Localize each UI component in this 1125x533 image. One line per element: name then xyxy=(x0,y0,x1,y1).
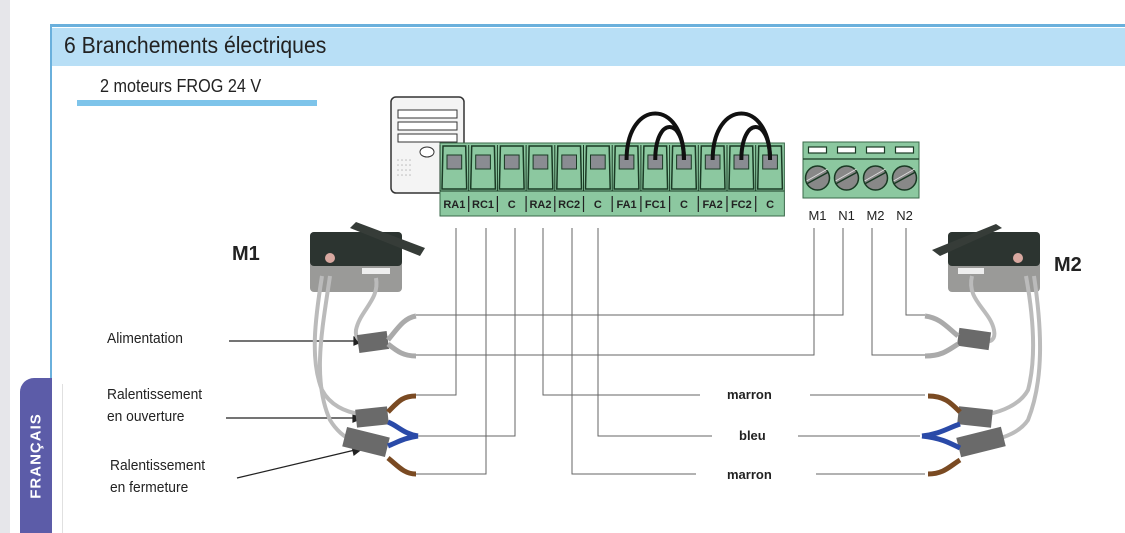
motor-m2-cables xyxy=(969,275,1043,442)
wire-ra1 xyxy=(416,228,457,396)
terminal-label: C xyxy=(680,199,688,211)
wire-m1-to-m1 xyxy=(416,228,815,356)
terminal-c: C xyxy=(668,145,698,212)
terminal-fc2: FC2 xyxy=(726,145,755,212)
power-terminal-block: M1 N1 M2 N2 xyxy=(802,141,920,223)
divider xyxy=(62,384,63,533)
terminal-label: RC2 xyxy=(558,199,580,211)
control-terminal-block: RA1 RC1 C RA2 RC2 C FA1 FC1 C FA2 FC2 C xyxy=(439,142,785,217)
terminal-label: RA2 xyxy=(529,199,551,211)
power-terminal-n2: N2 xyxy=(891,146,918,223)
wire-rc2 xyxy=(571,228,696,475)
callout-slow-open-line1: Ralentissement xyxy=(107,386,203,403)
wire-rc1 xyxy=(416,228,487,475)
power-terminal-label: M1 xyxy=(808,208,826,223)
terminal-c: C xyxy=(496,145,525,212)
terminal-fa2: FA2 xyxy=(697,145,726,212)
m2-power-connector xyxy=(924,313,992,359)
wire-n1-to-m1 xyxy=(416,228,844,316)
terminal-rc2: RC2 xyxy=(554,145,583,212)
callout-slow-open: Ralentissement en ouverture xyxy=(107,384,202,428)
terminal-label: FA1 xyxy=(616,199,636,211)
motor-m2-label: M2 xyxy=(1054,254,1082,276)
terminal-label: C xyxy=(508,199,516,211)
callout-power: Alimentation xyxy=(107,330,183,347)
terminal-ra1: RA1 xyxy=(439,145,468,211)
power-terminal-m1: M1 xyxy=(804,146,831,223)
motor-m2-image xyxy=(932,224,1040,292)
terminal-fc1: FC1 xyxy=(640,145,669,212)
section-frame-top xyxy=(50,24,1125,27)
terminal-rc1: RC1 xyxy=(468,145,497,212)
section-frame-left xyxy=(50,24,52,384)
wire-ra2 xyxy=(542,228,700,396)
power-terminal-n1: N1 xyxy=(833,146,860,223)
m1-slow-connectors xyxy=(342,393,419,477)
terminal-c: C xyxy=(582,145,611,212)
section-title: 6 Branchements électriques xyxy=(64,32,327,58)
callout-slow-close-line1: Ralentissement xyxy=(110,457,206,474)
wire-n2-to-m2 xyxy=(905,228,925,316)
m1-power-connector xyxy=(356,313,417,359)
jumper-wire xyxy=(653,125,686,161)
power-terminal-label: M2 xyxy=(866,208,884,223)
terminal-label: C xyxy=(766,199,774,211)
power-terminal-label: N2 xyxy=(896,208,913,223)
wire-label-middle: bleu xyxy=(739,428,766,443)
wire-label-top: marron xyxy=(727,387,772,402)
wire-c2 xyxy=(597,228,712,437)
terminal-label: RA1 xyxy=(443,199,465,211)
section-subtitle: 2 moteurs FROG 24 V xyxy=(100,76,262,96)
power-terminal-m2: M2 xyxy=(862,146,889,223)
wire-m2-to-m2 xyxy=(871,228,925,356)
connection-lines xyxy=(416,228,925,475)
m2-slow-connectors xyxy=(921,393,1006,477)
callout-slow-close: Ralentissement en fermeture xyxy=(110,455,205,499)
terminal-label: RC1 xyxy=(472,199,494,211)
terminal-label: C xyxy=(594,199,602,211)
jumper-wire xyxy=(739,125,773,161)
language-tab[interactable]: FRANÇAIS xyxy=(20,378,52,533)
terminal-fa1: FA1 xyxy=(611,145,640,212)
motor-m1-image xyxy=(310,222,425,292)
motor-m1-label: M1 xyxy=(232,243,260,265)
wire-label-bottom: marron xyxy=(727,467,772,482)
terminal-ra2: RA2 xyxy=(525,145,554,212)
wire-c1 xyxy=(418,228,516,437)
page-margin xyxy=(0,0,10,533)
power-terminal-label: N1 xyxy=(838,208,855,223)
terminal-label: FA2 xyxy=(703,199,723,211)
subtitle-underline xyxy=(77,100,317,106)
terminal-label: FC2 xyxy=(731,199,752,211)
section-header-band xyxy=(52,28,1125,66)
terminal-c: C xyxy=(755,145,784,212)
callout-slow-close-line2: en fermeture xyxy=(110,479,189,496)
terminal-label: FC1 xyxy=(645,199,666,211)
jumper-wires xyxy=(624,111,773,161)
callout-slow-open-line2: en ouverture xyxy=(107,408,185,425)
